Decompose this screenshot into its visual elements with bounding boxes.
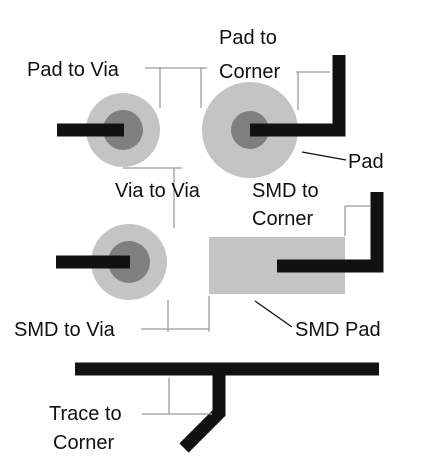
leader-pad [301,151,347,161]
label-pad-to-via: Pad to Via [27,59,120,81]
leader-smd-pad [254,300,293,328]
dimension-trace-to-corner [142,378,212,415]
dimension-pad-to-via [145,67,207,108]
dimension-via-to-via [123,167,182,228]
dimension-pad-to-corner [296,71,330,110]
trace-top-right-corner [250,55,346,137]
label-pad-to-corner-line1: Pad to [219,27,277,49]
trace-smd-corner [277,192,384,273]
label-smd-to-corner-line2: Corner [252,208,313,230]
trace-bottom-branch [179,369,226,453]
label-pad: Pad [348,151,384,173]
label-smd-pad: SMD Pad [295,319,381,341]
label-trace-to-corner-line2: Corner [53,432,114,454]
label-trace-to-corner-line1: Trace to [49,403,122,425]
label-via-to-via: Via to Via [115,180,201,202]
dimension-smd-to-via [141,296,210,332]
dimension-smd-to-corner [344,205,370,236]
label-smd-to-via: SMD to Via [14,319,116,341]
label-smd-to-corner-line1: SMD to [252,180,319,202]
label-pad-to-corner-line2: Corner [219,61,280,83]
